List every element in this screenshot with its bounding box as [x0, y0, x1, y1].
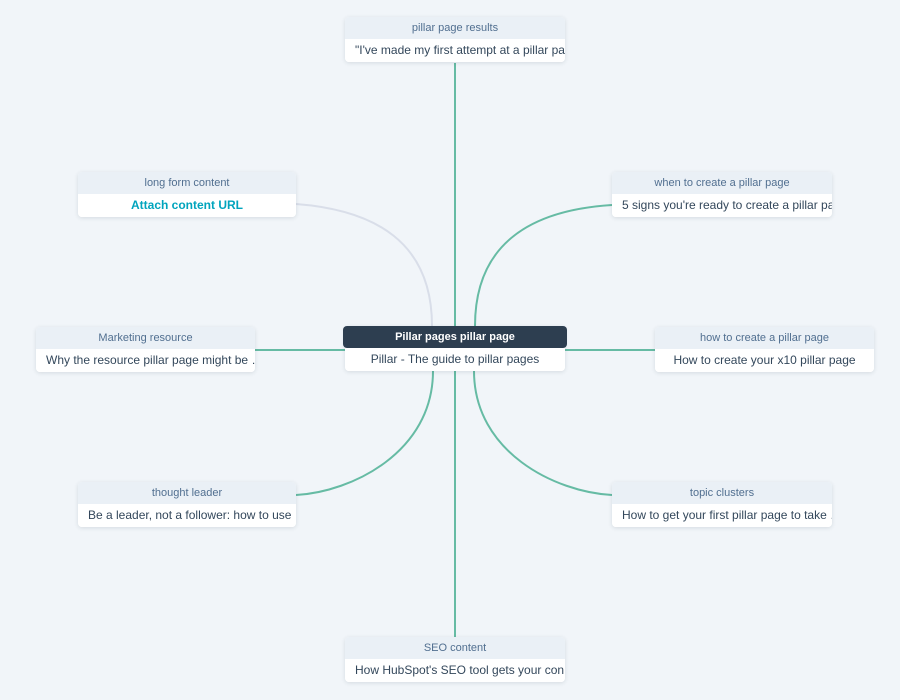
subtopic-title: topic clusters [612, 482, 832, 504]
connector-when-to-create [474, 204, 613, 327]
subtopic-node-topic-clusters[interactable]: topic clusters How to get your first pil… [612, 482, 832, 527]
subtopic-content-title: 5 signs you're ready to create a pillar … [612, 194, 832, 217]
subtopic-node-long-form-content[interactable]: long form content Attach content URL [78, 172, 296, 217]
connector-topic-clusters [473, 370, 613, 496]
subtopic-title: thought leader [78, 482, 296, 504]
subtopic-title: when to create a pillar page [612, 172, 832, 194]
core-topic-content-title: Pillar - The guide to pillar pages [345, 348, 565, 371]
core-topic-node-pillar-pages-pillar-page[interactable]: Pillar pages pillar page Pillar - The gu… [343, 326, 567, 371]
subtopic-content-title: "I've made my first attempt at a pillar … [345, 39, 565, 62]
subtopic-title: how to create a pillar page [655, 327, 874, 349]
subtopic-content-title: Be a leader, not a follower: how to use … [78, 504, 296, 527]
subtopic-content-title: How to create your x10 pillar page [655, 349, 874, 372]
subtopic-node-seo-content[interactable]: SEO content How HubSpot's SEO tool gets … [345, 637, 565, 682]
core-topic-title: Pillar pages pillar page [343, 326, 567, 348]
subtopic-title: SEO content [345, 637, 565, 659]
subtopic-content-title: Why the resource pillar page might be … [36, 349, 255, 372]
subtopic-node-pillar-page-results[interactable]: pillar page results "I've made my first … [345, 17, 565, 62]
subtopic-content: Attach content URL [78, 194, 296, 217]
subtopic-title: pillar page results [345, 17, 565, 39]
subtopic-node-marketing-resource[interactable]: Marketing resource Why the resource pill… [36, 327, 255, 372]
subtopic-node-when-to-create-a-pillar-page[interactable]: when to create a pillar page 5 signs you… [612, 172, 832, 217]
subtopic-content-title: How to get your first pillar page to tak… [612, 504, 832, 527]
connector-long-form-content [295, 203, 433, 327]
subtopic-node-thought-leader[interactable]: thought leader Be a leader, not a follow… [78, 482, 296, 527]
subtopic-title: Marketing resource [36, 327, 255, 349]
subtopic-node-how-to-create-a-pillar-page[interactable]: how to create a pillar page How to creat… [655, 327, 874, 372]
connector-thought-leader [295, 370, 434, 496]
attach-content-url-link[interactable]: Attach content URL [131, 198, 243, 212]
subtopic-title: long form content [78, 172, 296, 194]
subtopic-content-title: How HubSpot's SEO tool gets your con… [345, 659, 565, 682]
